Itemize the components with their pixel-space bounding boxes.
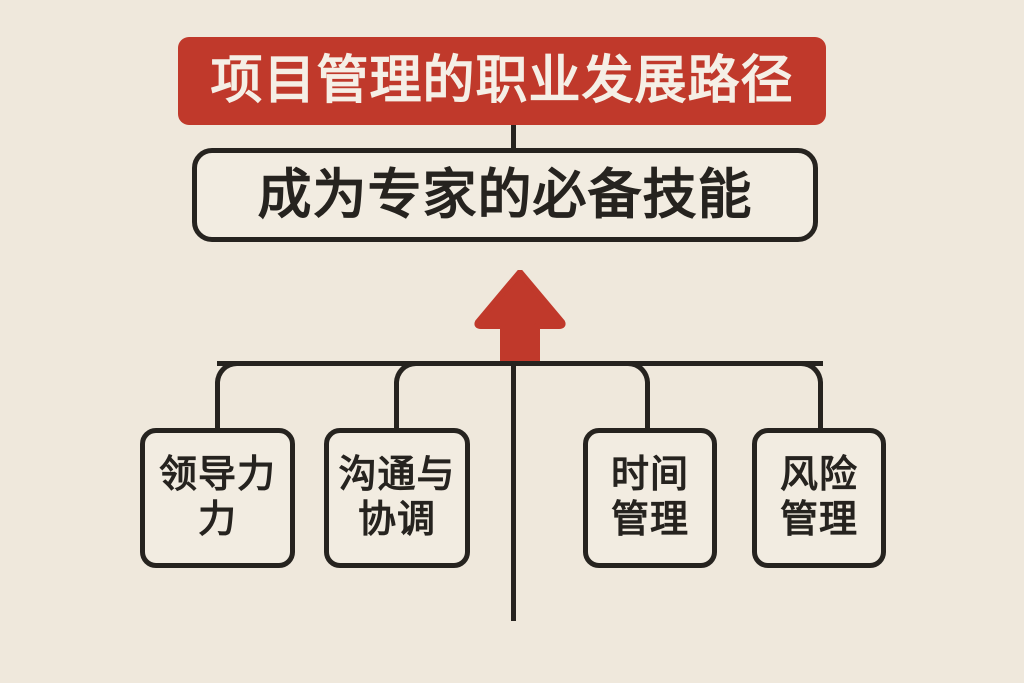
skill-box-leadership: 领导力 力	[140, 428, 295, 568]
connector-elbow-skill-1	[394, 361, 422, 433]
subtitle-box-text: 成为专家的必备技能	[257, 165, 753, 225]
skill-box-leadership-line-1: 领导力	[158, 454, 276, 497]
skill-box-communication: 沟通与 协调	[324, 428, 470, 568]
title-banner: 项目管理的职业发展路径	[178, 37, 826, 125]
up-arrow-icon	[474, 269, 566, 365]
title-banner-text: 项目管理的职业发展路径	[210, 52, 794, 110]
skill-box-time-management-line-2: 管理	[610, 499, 689, 541]
skill-box-risk-management-line-2: 管理	[779, 499, 858, 541]
skill-box-communication-line-1: 沟通与	[338, 454, 456, 497]
connector-elbow-skill-2	[622, 361, 650, 433]
connector-elbow-skill-0	[215, 361, 243, 433]
skill-box-risk-management: 风险 管理	[752, 428, 886, 568]
connector-elbow-skill-3	[795, 361, 823, 433]
skill-box-time-management-line-1: 时间	[610, 454, 689, 497]
skill-box-time-management: 时间 管理	[583, 428, 717, 568]
skill-box-risk-management-line-1: 风险	[779, 454, 858, 497]
connector-central-spine	[511, 361, 516, 621]
skill-box-communication-line-2: 协调	[357, 499, 436, 541]
skill-box-leadership-line-2: 力	[197, 499, 237, 541]
connector-horizontal-bus	[217, 361, 823, 366]
connector-banner-to-subtitle	[511, 125, 516, 150]
subtitle-box: 成为专家的必备技能	[192, 148, 818, 242]
